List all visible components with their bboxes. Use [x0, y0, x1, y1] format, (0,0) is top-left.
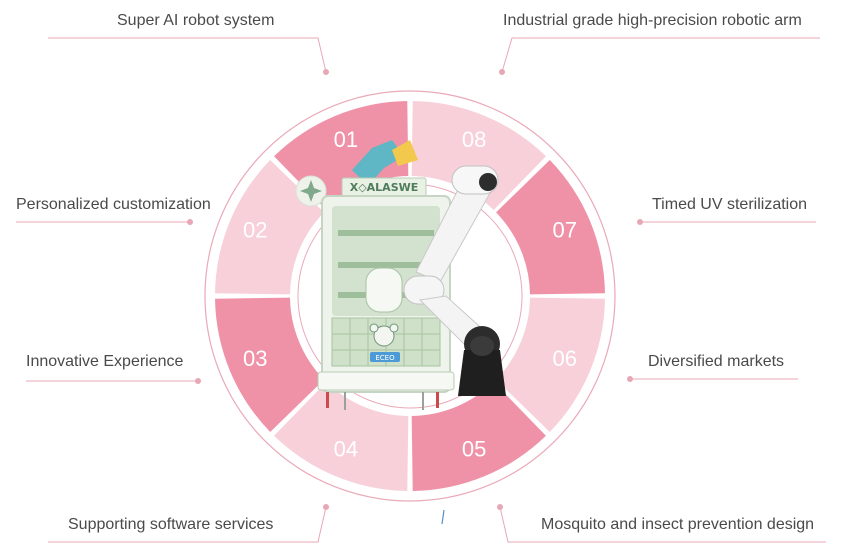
leader-line-04 [48, 506, 327, 543]
robotic-arm [403, 165, 506, 396]
machine-badge [370, 352, 400, 362]
segment-04 [274, 382, 409, 491]
inner-booth [365, 267, 403, 313]
segment-number-08: 08 [462, 127, 486, 152]
segment-number-labels: 01 08 07 06 05 04 03 02 [243, 127, 577, 461]
feature-label-02: Personalized customization [16, 196, 211, 213]
shelf-1 [338, 230, 434, 236]
segment-number-01: 01 [334, 127, 358, 152]
segment-03 [215, 297, 324, 432]
leader-line-05 [499, 506, 826, 543]
leader-dot-04 [323, 504, 329, 510]
feature-label-06: Diversified markets [648, 353, 785, 370]
leader-dot-06 [627, 376, 633, 382]
leader-lines [16, 37, 826, 543]
feature-label-03: Innovative Experience [26, 353, 184, 370]
leader-dot-02 [187, 219, 193, 225]
segment-08 [411, 101, 546, 210]
segment-06 [496, 297, 605, 432]
leader-dot-07 [637, 219, 643, 225]
vending-machine-illustration: X◇ALASWE ECE [295, 140, 506, 410]
small-mark [441, 509, 445, 525]
top-sign-yellow [392, 140, 418, 166]
segment-number-05: 05 [462, 437, 486, 462]
machine-base-strip [317, 371, 455, 391]
outer-ring [204, 90, 616, 502]
leader-line-08 [501, 37, 820, 73]
top-arrow-sign [352, 140, 404, 186]
segment-number-07: 07 [553, 218, 577, 243]
machine-sign-text: X◇ALASWE [350, 181, 419, 194]
machine-badge-text: ECEO [375, 354, 395, 362]
feature-label-01: Super AI robot system [117, 12, 275, 29]
leader-dot-03 [195, 378, 201, 384]
segment-05 [411, 382, 546, 491]
koala-mascot [373, 325, 395, 347]
feature-label-05: Mosquito and insect prevention design [541, 516, 815, 533]
leader-dot-01 [323, 69, 329, 75]
feature-label-04: Supporting software services [68, 516, 274, 533]
feature-label-07: Timed UV sterilization [652, 196, 808, 213]
leader-dot-05 [497, 504, 503, 510]
leader-dot-08 [499, 69, 505, 75]
segment-number-03: 03 [243, 346, 267, 371]
leader-dots [187, 69, 643, 510]
segment-number-04: 04 [334, 437, 358, 462]
segment-number-02: 02 [243, 218, 267, 243]
shelf-2 [338, 262, 434, 268]
feature-label-08: Industrial grade high-precision robotic … [503, 12, 802, 29]
star-icon [300, 180, 322, 202]
segment-number-06: 06 [553, 346, 577, 371]
leader-line-01 [48, 37, 327, 73]
segment-07 [496, 160, 605, 295]
